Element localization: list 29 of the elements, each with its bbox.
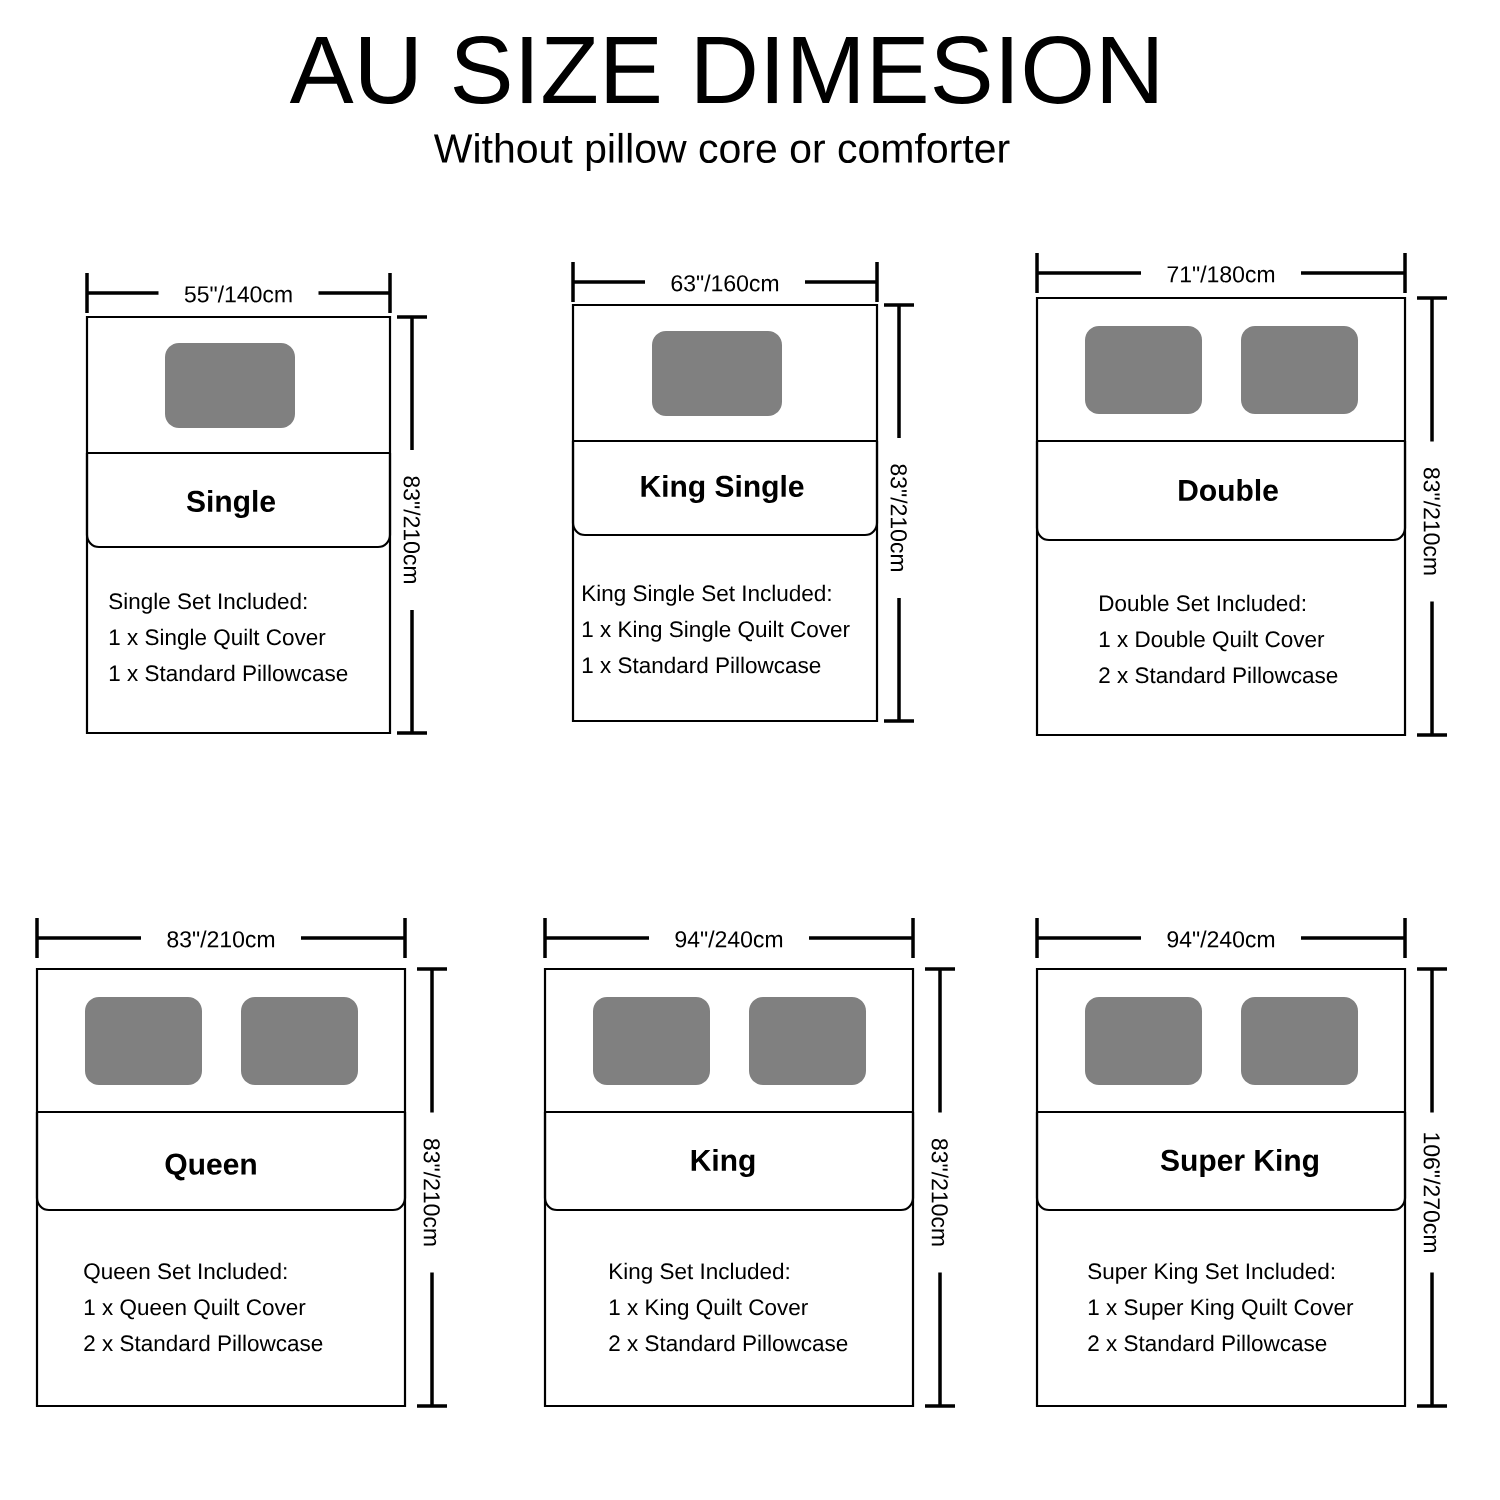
set-item: 1 x Double Quilt Cover xyxy=(1099,630,1325,652)
set-item: 2 x Standard Pillowcase xyxy=(1099,666,1338,684)
set-item: Super King Set Included: xyxy=(1088,1262,1335,1284)
dimension-label: 94"/240cm xyxy=(1167,930,1275,948)
size-name: Double xyxy=(1179,479,1278,502)
set-item: King Single Set Included: xyxy=(583,584,831,606)
set-item: 1 x Standard Pillowcase xyxy=(109,664,348,682)
set-item: Queen Set Included: xyxy=(84,1262,287,1284)
set-item: 2 x Standard Pillowcase xyxy=(1088,1334,1327,1352)
size-name: Queen xyxy=(165,1153,256,1181)
subtitle: Without pillow core or comforter xyxy=(433,132,1010,172)
set-item: King Set Included: xyxy=(610,1262,789,1284)
size-name: Super King xyxy=(1160,1148,1318,1178)
dimension-label: 83"/210cm xyxy=(167,930,275,948)
size-name: King xyxy=(691,1148,755,1178)
set-item: 1 x Queen Quilt Cover xyxy=(84,1298,306,1320)
set-item: 1 x Standard Pillowcase xyxy=(582,656,821,674)
set-item: Single Set Included: xyxy=(109,592,307,614)
set-item: 2 x Standard Pillowcase xyxy=(609,1334,848,1352)
set-item: 1 x Single Quilt Cover xyxy=(109,628,326,650)
size-name: King Single xyxy=(641,474,804,504)
dimension-label: 94"/240cm xyxy=(675,930,783,948)
size-name: Single xyxy=(186,489,275,519)
set-item: 1 x Super King Quilt Cover xyxy=(1088,1298,1354,1320)
set-item: 1 x King Single Quilt Cover xyxy=(582,620,850,642)
title: AU SIZE DIMESION xyxy=(289,36,1157,104)
set-item: 1 x King Quilt Cover xyxy=(609,1298,808,1320)
set-item: 2 x Standard Pillowcase xyxy=(84,1334,323,1352)
set-item: Double Set Included: xyxy=(1100,594,1305,612)
